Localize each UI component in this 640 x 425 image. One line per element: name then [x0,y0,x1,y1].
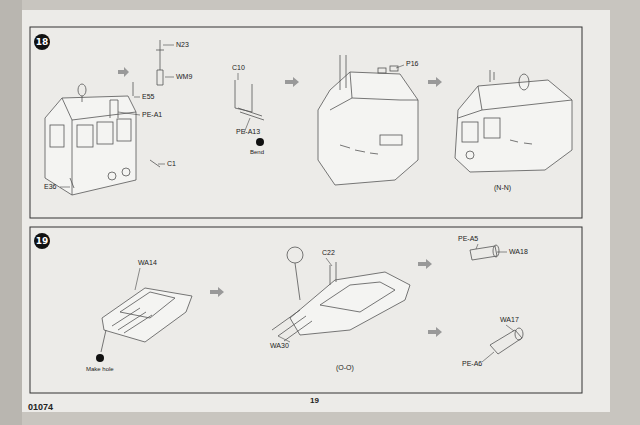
step-number-text: 18 [36,37,49,47]
page-number: 19 [310,397,319,406]
part-label: PE-A1 [142,111,162,119]
part-label: E36 [44,183,56,191]
part-label: WA18 [509,248,528,256]
part-label: Bend [250,149,264,156]
part-label: (N-N) [494,184,511,192]
step-number-text: 19 [36,236,49,246]
part-label: P16 [406,60,418,68]
part-label: C1 [167,160,176,168]
part-label: PE-A13 [236,128,260,136]
step-number: 19 [34,233,50,249]
part-label: WA14 [138,259,157,267]
part-label: PE-A5 [458,235,478,243]
part-label: N23 [176,41,189,49]
part-label: C10 [232,64,245,72]
part-label: WA30 [270,342,289,350]
part-label: WA17 [500,316,519,324]
step-number: 18 [34,34,50,50]
part-label: Make hole [86,366,114,373]
part-label: PE-A6 [462,360,482,368]
part-label: (O-O) [336,364,354,372]
part-label: WM9 [176,73,192,81]
part-label: E55 [142,93,154,101]
part-label: C22 [322,249,335,257]
page-number: 01074 [28,403,53,413]
